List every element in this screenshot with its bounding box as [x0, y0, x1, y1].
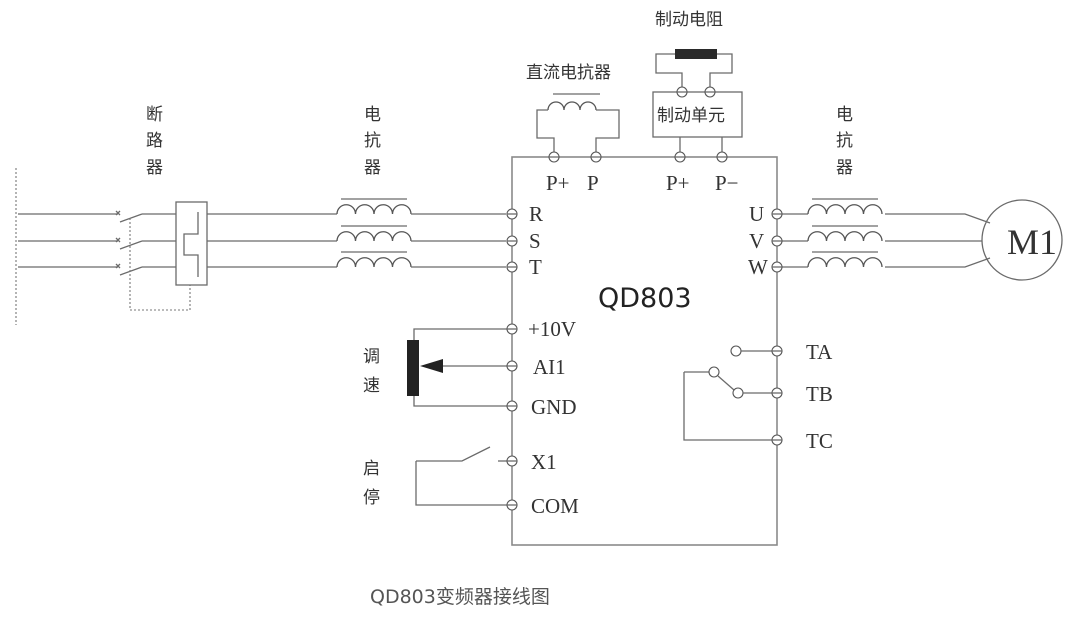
input-reactor-2-coil	[336, 257, 412, 268]
input-reactor-0-coil	[336, 204, 412, 215]
terminal-label-ta: TA	[806, 340, 833, 364]
output-reactor	[807, 198, 883, 268]
brake-unit-box	[652, 91, 743, 138]
uvw-to-reactor-lines	[780, 213, 808, 268]
terminal-label-p-plus-1: P+	[546, 171, 570, 195]
relay-contacts	[683, 345, 772, 441]
input-power-lines	[18, 210, 121, 269]
terminal-label-p-plus-2: P+	[666, 171, 690, 195]
brake-resistor-body	[675, 49, 717, 59]
motor-circle	[981, 199, 1063, 281]
terminal-label-t: T	[529, 255, 542, 279]
terminal-label-p: P	[587, 171, 599, 195]
brake-resistor-label: 制动电阻	[655, 10, 723, 30]
start-stop-label-2: 停	[363, 488, 380, 508]
dc-reactor	[536, 93, 620, 154]
start-stop-switch	[415, 446, 507, 506]
motor-label: M1	[1007, 222, 1057, 262]
output-reactor-2-coil	[807, 257, 883, 268]
terminal-label-ai1: AI1	[533, 355, 566, 379]
input-reactor-label-3: 器	[364, 158, 381, 178]
terminal-label-gnd: GND	[531, 395, 577, 419]
circuit-breaker	[119, 201, 208, 311]
diagram-caption: QD803变频器接线图	[370, 586, 550, 608]
breaker-label-3: 器	[146, 158, 163, 178]
output-reactor-label-2: 抗	[836, 131, 853, 151]
breaker-to-reactor-lines	[207, 213, 337, 268]
terminal-label-v: V	[749, 229, 764, 253]
terminal-label-10v: +10V	[528, 317, 576, 341]
device-model-title: QD803	[598, 283, 692, 314]
thermal-relay-box	[175, 201, 208, 286]
terminal-label-w: W	[748, 255, 768, 279]
reactor-to-rst-lines	[411, 213, 506, 268]
output-reactor-label-1: 电	[836, 105, 853, 125]
output-reactor-1-coil	[807, 231, 883, 242]
potentiometer-body	[407, 340, 419, 396]
dc-reactor-label: 直流电抗器	[526, 63, 611, 83]
input-reactor	[336, 198, 412, 268]
output-reactor-0-coil	[807, 204, 883, 215]
output-reactor-label-3: 器	[836, 158, 853, 178]
terminal-label-u: U	[749, 202, 764, 226]
brake-resistor	[655, 49, 733, 87]
input-reactor-label-2: 抗	[364, 131, 381, 151]
terminal-label-x1: X1	[531, 450, 557, 474]
terminal-label-tc: TC	[806, 429, 833, 453]
terminal-circles	[506, 86, 783, 511]
speed-label-2: 速	[363, 376, 380, 396]
breaker-label-1: 断	[146, 105, 163, 125]
breaker-label-2: 路	[146, 131, 163, 151]
terminal-label-r: R	[529, 202, 543, 226]
terminal-label-p-minus: P−	[715, 171, 739, 195]
input-reactor-label-1: 电	[364, 105, 381, 125]
reactor-to-motor-lines	[885, 213, 991, 268]
start-stop-label-1: 启	[363, 459, 380, 479]
input-reactor-1-coil	[336, 231, 412, 242]
wiper-arrow-icon	[420, 359, 443, 373]
brake-unit-label: 制动单元	[657, 106, 725, 126]
speed-potentiometer	[407, 328, 507, 407]
terminal-label-tb: TB	[806, 382, 833, 406]
speed-label-1: 调	[363, 347, 380, 367]
terminal-label-s: S	[529, 229, 541, 253]
terminal-label-com: COM	[531, 494, 579, 518]
